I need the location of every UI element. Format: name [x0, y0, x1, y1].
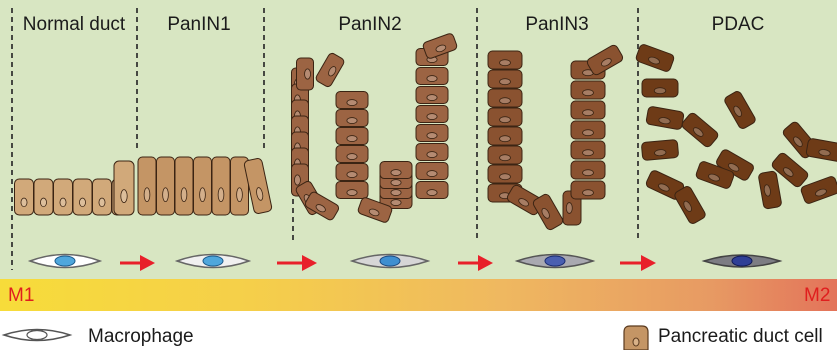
duct-cell	[488, 108, 522, 126]
duct-cell	[175, 157, 193, 215]
stage-title-normal-duct: Normal duct	[23, 14, 125, 36]
duct-cell	[571, 181, 605, 199]
stage-title-panin3: PanIN3	[525, 14, 588, 36]
duct-cell	[571, 121, 605, 139]
duct-cell	[416, 125, 448, 142]
normal-duct-cells	[15, 161, 135, 215]
duct-cell	[114, 161, 134, 215]
duct-cell	[646, 106, 685, 130]
stage-title-pdac: PDAC	[712, 14, 765, 36]
stage-dividers	[12, 8, 638, 270]
macrophage-icon	[177, 255, 249, 268]
duct-cell	[138, 157, 156, 215]
macrophage-icon	[352, 255, 428, 268]
duct-cell-legend-icon	[624, 326, 648, 350]
duct-cell	[157, 157, 175, 215]
duct-cell	[488, 165, 522, 183]
duct-cell	[488, 127, 522, 145]
m1-m2-gradient-bar	[0, 279, 837, 311]
duct-cell	[416, 87, 448, 104]
duct-cell	[758, 171, 782, 210]
duct-cell	[297, 58, 314, 90]
duct-cell	[806, 138, 837, 162]
arrow-icon	[120, 255, 155, 271]
macrophage-legend-icon	[4, 330, 70, 341]
duct-cell	[336, 146, 368, 163]
duct-cell	[641, 139, 678, 160]
stage-title-panin1: PanIN1	[167, 14, 230, 36]
duct-cell	[635, 43, 675, 72]
macrophage-icon	[517, 255, 593, 268]
duct-cell	[380, 162, 412, 179]
duct-cell	[416, 163, 448, 180]
macrophage-icon	[704, 255, 780, 267]
duct-cell	[416, 144, 448, 161]
duct-cell	[488, 89, 522, 107]
duct-cell	[34, 179, 53, 215]
duct-cell	[723, 90, 757, 130]
panin1-cells	[138, 157, 272, 215]
duct-cell	[73, 179, 92, 215]
duct-cell	[416, 68, 448, 85]
macrophage-icon	[30, 255, 100, 268]
duct-cell	[416, 106, 448, 123]
duct-cell	[336, 110, 368, 127]
duct-cell	[571, 141, 605, 159]
duct-cell	[416, 182, 448, 199]
stage-title-panin2: PanIN2	[338, 14, 401, 36]
panin3-cells	[488, 44, 624, 232]
duct-cell	[571, 101, 605, 119]
duct-cell	[488, 51, 522, 69]
pdac-cells	[635, 43, 837, 225]
duct-cell	[488, 70, 522, 88]
duct-cell	[315, 52, 346, 88]
arrow-icon	[277, 255, 317, 271]
duct-cell	[680, 112, 719, 149]
duct-cell	[336, 164, 368, 181]
legend-macrophage-label: Macrophage	[88, 326, 194, 348]
panin2-cells	[292, 33, 458, 224]
duct-cell	[422, 33, 458, 60]
arrow-icon	[458, 255, 493, 271]
m1-label: M1	[8, 285, 34, 307]
duct-cell	[212, 157, 230, 215]
duct-cell	[54, 179, 73, 215]
duct-cell	[304, 191, 340, 222]
duct-cell	[642, 79, 678, 97]
legend-duct-cell-label: Pancreatic duct cell	[658, 326, 823, 348]
m2-label: M2	[804, 285, 830, 307]
duct-cell	[571, 81, 605, 99]
duct-cell	[336, 182, 368, 199]
arrow-icon	[620, 255, 656, 271]
duct-cell	[571, 161, 605, 179]
duct-cell	[194, 157, 212, 215]
duct-cell	[488, 146, 522, 164]
duct-cell	[336, 128, 368, 145]
duct-cell	[673, 185, 707, 225]
duct-cell	[93, 179, 112, 215]
duct-cell	[336, 92, 368, 109]
duct-cell	[15, 179, 34, 215]
